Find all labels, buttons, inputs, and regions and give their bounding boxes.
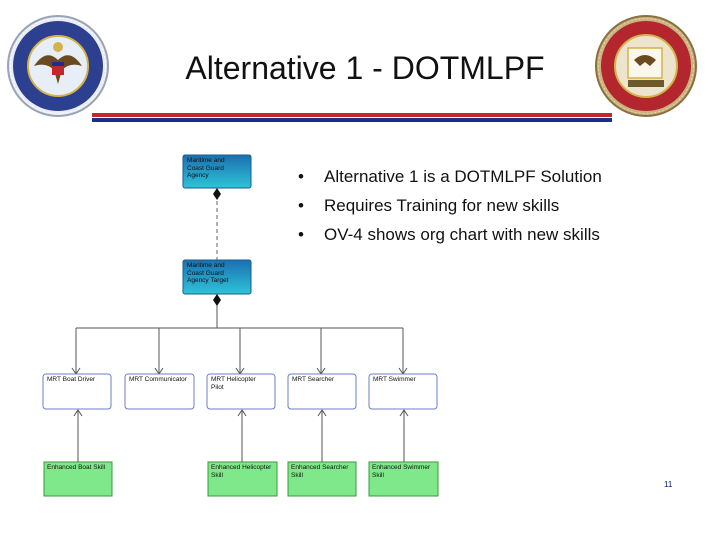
bullet-item: • OV-4 shows org chart with new skills [296, 222, 602, 251]
header-rule-red [92, 113, 612, 117]
arrow-head-icon [237, 409, 247, 417]
slide-title: Alternative 1 - DOTMLPF [185, 50, 545, 86]
skill-box [207, 461, 278, 497]
role-box [206, 373, 276, 410]
role-box [42, 373, 112, 410]
agency-label: Maritime and Coast Guard Agency [187, 157, 225, 179]
agency-target-label: Maritime and Coast Guard Agency Target [187, 262, 229, 284]
skill-label-swimmer: Enhanced Swimmer Skill [372, 464, 431, 479]
bullet-text: OV-4 shows org chart with new skills [324, 225, 600, 244]
skill-label-helicopter: Enhanced Helicopter Skill [211, 464, 272, 479]
bullet-dot-icon: • [298, 167, 304, 186]
arrow-head-icon [73, 409, 83, 417]
agency-box [182, 154, 252, 189]
role-box [368, 373, 438, 410]
header-rule-blue [92, 118, 612, 122]
role-label-swimmer: MRT Swimmer [373, 376, 416, 383]
skill-label-boat: Enhanced Boat Skill [47, 464, 106, 471]
skill-label-searcher: Enhanced Searcher Skill [291, 464, 349, 479]
bullet-item: • Requires Training for new skills [296, 193, 602, 222]
department-of-defense-seal [7, 15, 109, 117]
role-box [287, 373, 357, 410]
bullet-item: • Alternative 1 is a DOTMLPF Solution [296, 164, 602, 193]
role-box [124, 373, 195, 410]
role-label-boat-driver: MRT Boat Driver [47, 376, 96, 383]
role-label-communicator: MRT Communicator [129, 376, 187, 383]
diamond-connector-icon [213, 188, 221, 200]
bullet-list: • Alternative 1 is a DOTMLPF Solution • … [296, 164, 602, 251]
agency-target-box [182, 259, 252, 295]
bullet-text: Alternative 1 is a DOTMLPF Solution [324, 167, 602, 186]
bullet-dot-icon: • [298, 196, 304, 215]
skill-box [368, 461, 439, 497]
dod-cio-seal [595, 15, 697, 117]
page-number: 11 [664, 480, 673, 489]
arrow-head-icon [317, 409, 327, 417]
diamond-connector-icon [213, 294, 221, 306]
arrow-head-icon [399, 409, 409, 417]
role-label-helicopter-pilot: MRT Helicopter Pilot [211, 376, 256, 391]
skill-box [43, 461, 113, 497]
skill-box [287, 461, 357, 497]
role-label-searcher: MRT Searcher [292, 376, 335, 383]
bullet-dot-icon: • [298, 225, 304, 244]
bullet-text: Requires Training for new skills [324, 196, 560, 215]
